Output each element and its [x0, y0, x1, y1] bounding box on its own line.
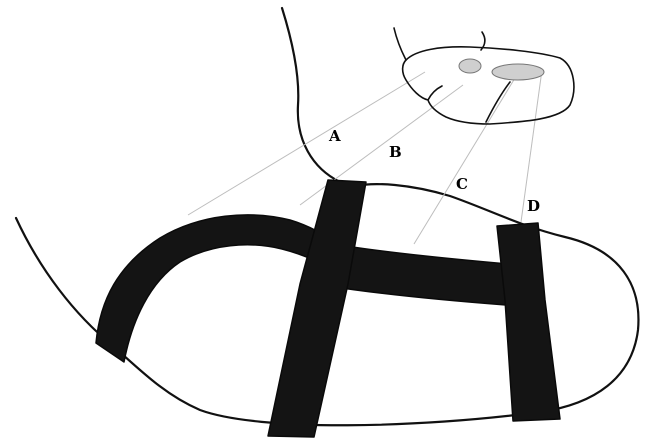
label-b: B: [389, 143, 402, 161]
strap-horizontal: [328, 244, 508, 305]
inset-foot-outline: [403, 47, 574, 124]
foot-inset: [394, 28, 574, 124]
inset-toe-crease: [428, 86, 442, 100]
leg-contour: [282, 8, 340, 182]
inset-strap-mark-left: [459, 59, 481, 73]
inset-strap-mark-right: [492, 64, 544, 80]
label-d: D: [527, 197, 540, 215]
inset-arch-line: [486, 82, 510, 122]
label-a: A: [328, 127, 341, 145]
strap-vertical-right: [497, 223, 560, 421]
label-c: C: [456, 175, 468, 193]
inset-leg-line: [394, 28, 406, 60]
straps: [96, 180, 560, 437]
leader-line-b: [300, 85, 463, 205]
